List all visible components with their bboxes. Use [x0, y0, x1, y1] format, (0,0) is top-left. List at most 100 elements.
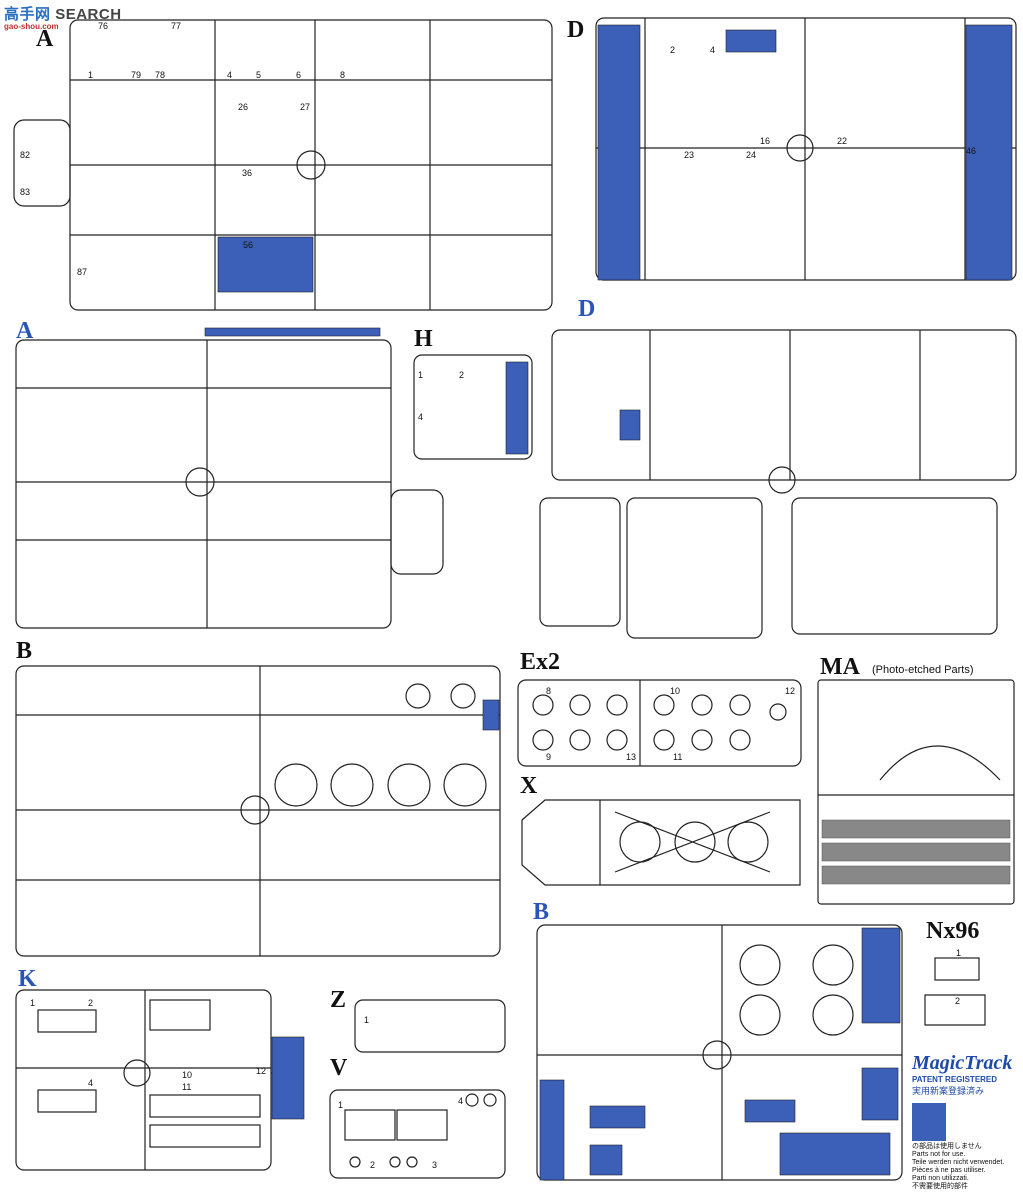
pn-a-79: 79: [131, 70, 142, 80]
pn-a-1: 1: [88, 70, 94, 80]
pn-a-80: 82: [20, 150, 31, 160]
pn-a-40: 36: [242, 168, 253, 178]
unused-b-right-2: [539, 1079, 565, 1181]
pn-v-2: 2: [370, 1160, 376, 1170]
pn-a-76: 76: [98, 21, 109, 31]
frame-d-sub1: [539, 497, 621, 627]
not-used-it: Parti non utilizzati.: [912, 1175, 969, 1182]
gate-k: [123, 1059, 151, 1087]
sprue-label-a-top: A: [36, 26, 54, 52]
sprue-label-nx96: Nx96: [926, 918, 980, 944]
unused-h: [505, 361, 529, 455]
pn-d-46: 46: [966, 146, 977, 156]
frame-x: [521, 799, 801, 886]
frame-d-mid: [551, 329, 1017, 481]
not-used-cn: 不需要使用的部件: [912, 1183, 968, 1190]
sprue-label-d-mid: D: [578, 296, 596, 322]
pn-h-1: 1: [418, 370, 424, 380]
pn-nx96-1: 1: [956, 948, 962, 958]
frame-h: [413, 354, 533, 460]
legend: MagicTrack PATENT REGISTERED 実用新案登録済み の部…: [912, 1052, 1022, 1191]
frame-z: [354, 999, 506, 1053]
patent-registered-en: PATENT REGISTERED: [912, 1075, 998, 1084]
pn-d-4: 4: [710, 45, 716, 55]
gate-d-mid: [768, 466, 796, 494]
sprue-label-a-mid: A: [16, 318, 34, 344]
pn-a-27: 27: [300, 102, 311, 112]
unused-d-top-3: [965, 24, 1013, 281]
pn-a-60: 56: [243, 240, 254, 250]
pn-ex2-9: 9: [546, 752, 552, 762]
sprue-label-v: V: [330, 1055, 348, 1081]
pn-ex2-8: 8: [546, 686, 552, 696]
unused-d-top-2: [725, 29, 777, 53]
not-used-en: Parts not for use.: [912, 1151, 966, 1158]
watermark-word: SEARCH: [55, 6, 122, 23]
unused-d-top-1: [597, 24, 641, 281]
site-watermark: 高手网 SEARCH gao-shou.com: [4, 3, 122, 31]
pn-d-2: 2: [670, 45, 676, 55]
pn-ex2-12: 12: [785, 686, 796, 696]
frame-b-right: [536, 924, 903, 1181]
patent-registered-jp: 実用新案登録済み: [912, 1086, 985, 1096]
pn-k-10: 10: [182, 1070, 193, 1080]
gate-d-top: [786, 134, 814, 162]
gate-a-top: [296, 150, 326, 180]
sprue-label-b-left: B: [16, 638, 33, 664]
frame-a-aux: [13, 119, 71, 207]
watermark-brand: 高手网: [4, 6, 51, 23]
sprue-label-k: K: [18, 966, 37, 992]
not-used-de: Teile werden nicht verwendet.: [912, 1159, 1005, 1166]
frame-a-mid-wheel: [390, 489, 444, 575]
sprue-label-b-right: B: [533, 899, 550, 925]
pn-d-22: 22: [837, 136, 848, 146]
pn-k-4: 4: [88, 1078, 94, 1088]
frame-d-sub2: [626, 497, 763, 639]
magictrack-logo: MagicTrack: [912, 1052, 1013, 1074]
pn-a-78: 78: [155, 70, 166, 80]
pn-h-4: 4: [418, 412, 424, 422]
pn-a-5: 5: [256, 70, 262, 80]
frame-ma: [817, 679, 1015, 905]
pn-v-1: 1: [338, 1100, 344, 1110]
not-used-fr: Pièces à ne pas utiliser.: [912, 1167, 986, 1174]
pn-a-26: 26: [238, 102, 249, 112]
pn-d-24: 24: [746, 150, 757, 160]
watermark-url: gao-shou.com: [4, 22, 59, 31]
gate-a-mid: [185, 467, 215, 497]
frame-v: [329, 1089, 506, 1179]
unused-b-right-1: [861, 927, 901, 1024]
gate-b-left: [240, 795, 270, 825]
unused-a-top-60: [217, 236, 314, 293]
unused-k: [271, 1036, 305, 1120]
gate-b-right: [702, 1040, 732, 1070]
pn-h-2: 2: [459, 370, 465, 380]
frame-ex2: [517, 679, 802, 767]
pn-d-16: 16: [760, 136, 771, 146]
pn-nx96-2: 2: [955, 996, 961, 1006]
unused-b-left: [482, 699, 500, 731]
pn-d-23: 23: [684, 150, 695, 160]
frame-d-sub3: [791, 497, 998, 635]
sprue-label-ma: MA: [820, 654, 860, 680]
unused-b-right-5: [744, 1099, 796, 1123]
frame-b-left: [15, 665, 501, 957]
pn-k-2: 2: [88, 998, 94, 1008]
unused-a-mid-bar: [204, 327, 381, 337]
pn-v-3: 3: [432, 1160, 438, 1170]
sprue-label-d-top: D: [567, 17, 585, 43]
frame-d-top: [595, 17, 1017, 281]
pn-ex2-10: 10: [670, 686, 681, 696]
unused-d-mid: [619, 409, 641, 441]
sprue-label-ex2: Ex2: [520, 649, 561, 675]
unused-b-right-7: [779, 1132, 891, 1176]
unused-b-right-3: [589, 1105, 646, 1129]
pn-a-81: 83: [20, 187, 31, 197]
pn-v-4: 4: [458, 1096, 464, 1106]
pn-k-12: 12: [256, 1066, 267, 1076]
pn-ex2-13: 13: [626, 752, 637, 762]
unused-b-right-6: [861, 1067, 899, 1121]
pn-k-11: 11: [182, 1082, 192, 1092]
not-used-jp: の部品は使用しません: [912, 1143, 982, 1150]
